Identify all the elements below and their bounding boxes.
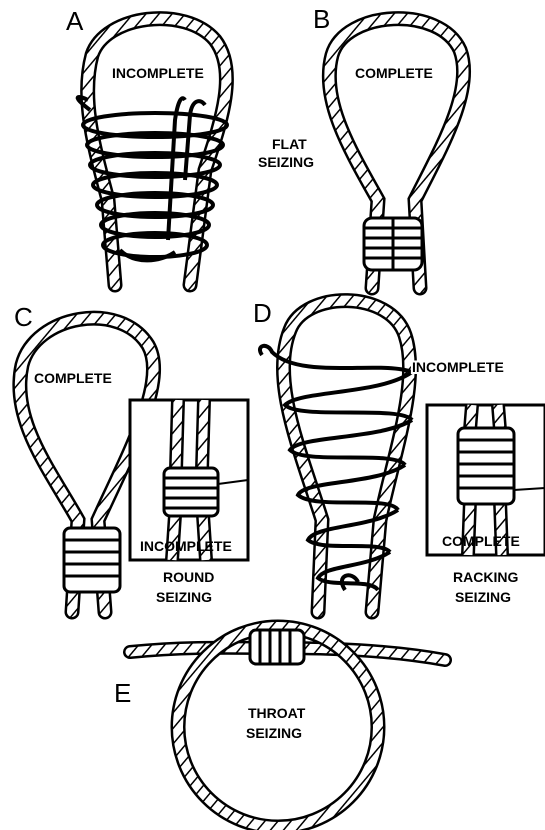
panel-d: D INCOMPLETE C xyxy=(253,298,545,612)
panel-a-letter: A xyxy=(66,6,84,36)
flat-seizing-line1: FLAT xyxy=(272,136,307,152)
panel-d-letter: D xyxy=(253,298,272,328)
panel-a: A INCOMPLETE xyxy=(66,6,227,285)
panel-b-state-label: COMPLETE xyxy=(355,65,433,81)
panel-c: C COMPLETE INCOMPLETE ROUND xyxy=(14,302,248,612)
racking-seizing-line2: SEIZING xyxy=(455,589,511,605)
panel-c-inset-state-label: INCOMPLETE xyxy=(140,538,232,554)
panel-a-state-label: INCOMPLETE xyxy=(112,65,204,81)
panel-b: B COMPLETE xyxy=(313,4,464,288)
throat-seizing-line2: SEIZING xyxy=(246,725,302,741)
panel-a-wire xyxy=(78,97,227,260)
round-seizing-line1: ROUND xyxy=(163,569,214,585)
panel-c-inset: INCOMPLETE xyxy=(130,400,248,560)
panel-e: E THROAT SEIZING xyxy=(114,627,445,827)
panel-d-inset-state-label: COMPLETE xyxy=(442,533,520,549)
flat-seizing-caption: FLAT SEIZING xyxy=(258,136,314,170)
round-seizing-line2: SEIZING xyxy=(156,589,212,605)
panel-c-state-label: COMPLETE xyxy=(34,370,112,386)
panel-c-seizing xyxy=(64,528,120,592)
racking-seizing-line1: RACKING xyxy=(453,569,518,585)
panel-e-letter: E xyxy=(114,678,131,708)
panel-d-state-label: INCOMPLETE xyxy=(412,359,504,375)
panel-d-inset: COMPLETE xyxy=(427,405,545,555)
throat-seizing-line1: THROAT xyxy=(248,705,306,721)
panel-b-seizing xyxy=(364,218,422,270)
flat-seizing-line2: SEIZING xyxy=(258,154,314,170)
panel-c-letter: C xyxy=(14,302,33,332)
panel-b-letter: B xyxy=(313,4,330,34)
panel-e-seizing xyxy=(250,630,304,664)
